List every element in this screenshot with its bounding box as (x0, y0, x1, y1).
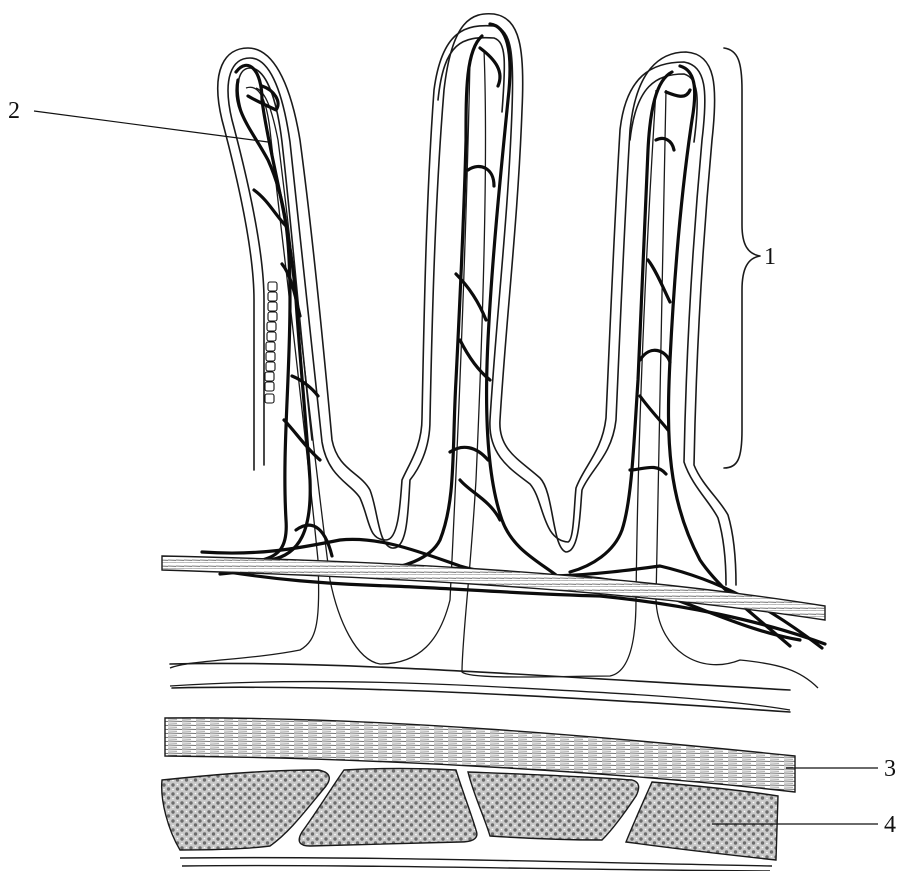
stippled-muscle-layer (162, 769, 778, 871)
label-muscularis: 3 (786, 756, 896, 782)
label-1: 1 (764, 244, 776, 270)
label-2: 2 (8, 98, 20, 124)
label-villi: 1 (724, 48, 776, 468)
label-4: 4 (884, 812, 896, 838)
submucosa-lines (170, 663, 790, 712)
epithelial-cell-chain (265, 282, 277, 403)
villi-brace (724, 48, 760, 468)
label-3: 3 (884, 756, 896, 782)
